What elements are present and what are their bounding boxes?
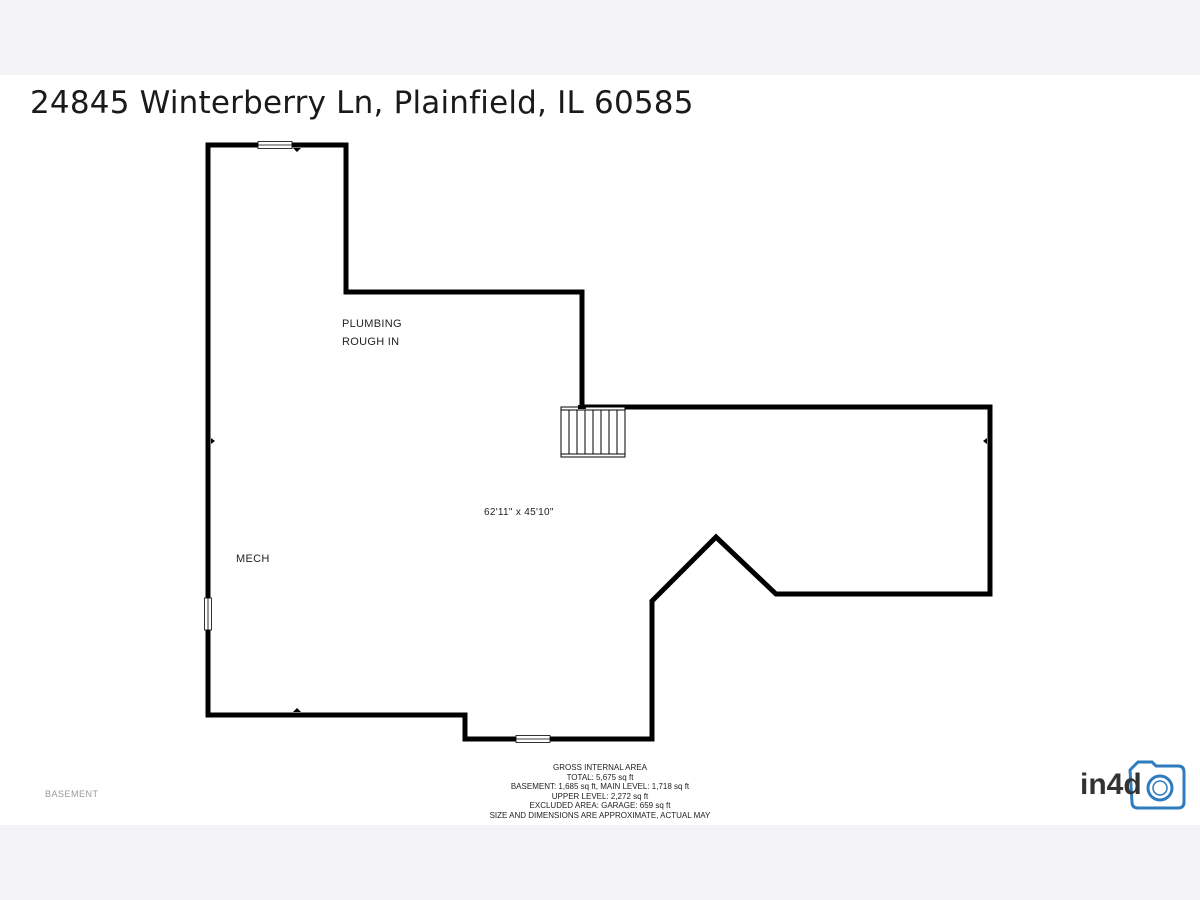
area-line-6: SIZE AND DIMENSIONS ARE APPROXIMATE, ACT… — [489, 810, 711, 820]
marker-top — [293, 148, 301, 152]
property-address: 24845 Winterberry Ln, Plainfield, IL 605… — [30, 85, 694, 121]
room-dimensions: 62'11" x 45'10" — [484, 507, 554, 518]
area-line-1: GROSS INTERNAL AREA — [553, 763, 647, 772]
area-line-2: TOTAL: 5,675 sq ft — [566, 772, 634, 782]
area-line-5: EXCLUDED AREA: GARAGE: 659 sq ft — [529, 801, 671, 811]
room-label-plumbing-2: ROUGH IN — [342, 336, 400, 348]
logo-text: in4d — [1080, 768, 1142, 801]
marker-right — [983, 438, 987, 444]
area-line-3: BASEMENT: 1,685 sq ft, MAIN LEVEL: 1,718… — [510, 782, 690, 792]
room-label-plumbing-1: PLUMBING — [342, 318, 402, 330]
level-label: BASEMENT — [45, 789, 99, 799]
gross-area-notes: GROSS INTERNAL AREA TOTAL: 5,675 sq ft B… — [470, 763, 730, 821]
window-left — [204, 597, 212, 631]
window-top — [257, 141, 293, 149]
window-bottom — [515, 735, 551, 743]
staircase — [560, 406, 626, 458]
room-label-mech: MECH — [236, 553, 270, 565]
marker-bottom — [293, 708, 301, 712]
marker-left — [211, 438, 215, 444]
in4d-logo: in4d — [1080, 760, 1186, 810]
area-line-4: UPPER LEVEL: 2,272 sq ft — [551, 791, 649, 801]
